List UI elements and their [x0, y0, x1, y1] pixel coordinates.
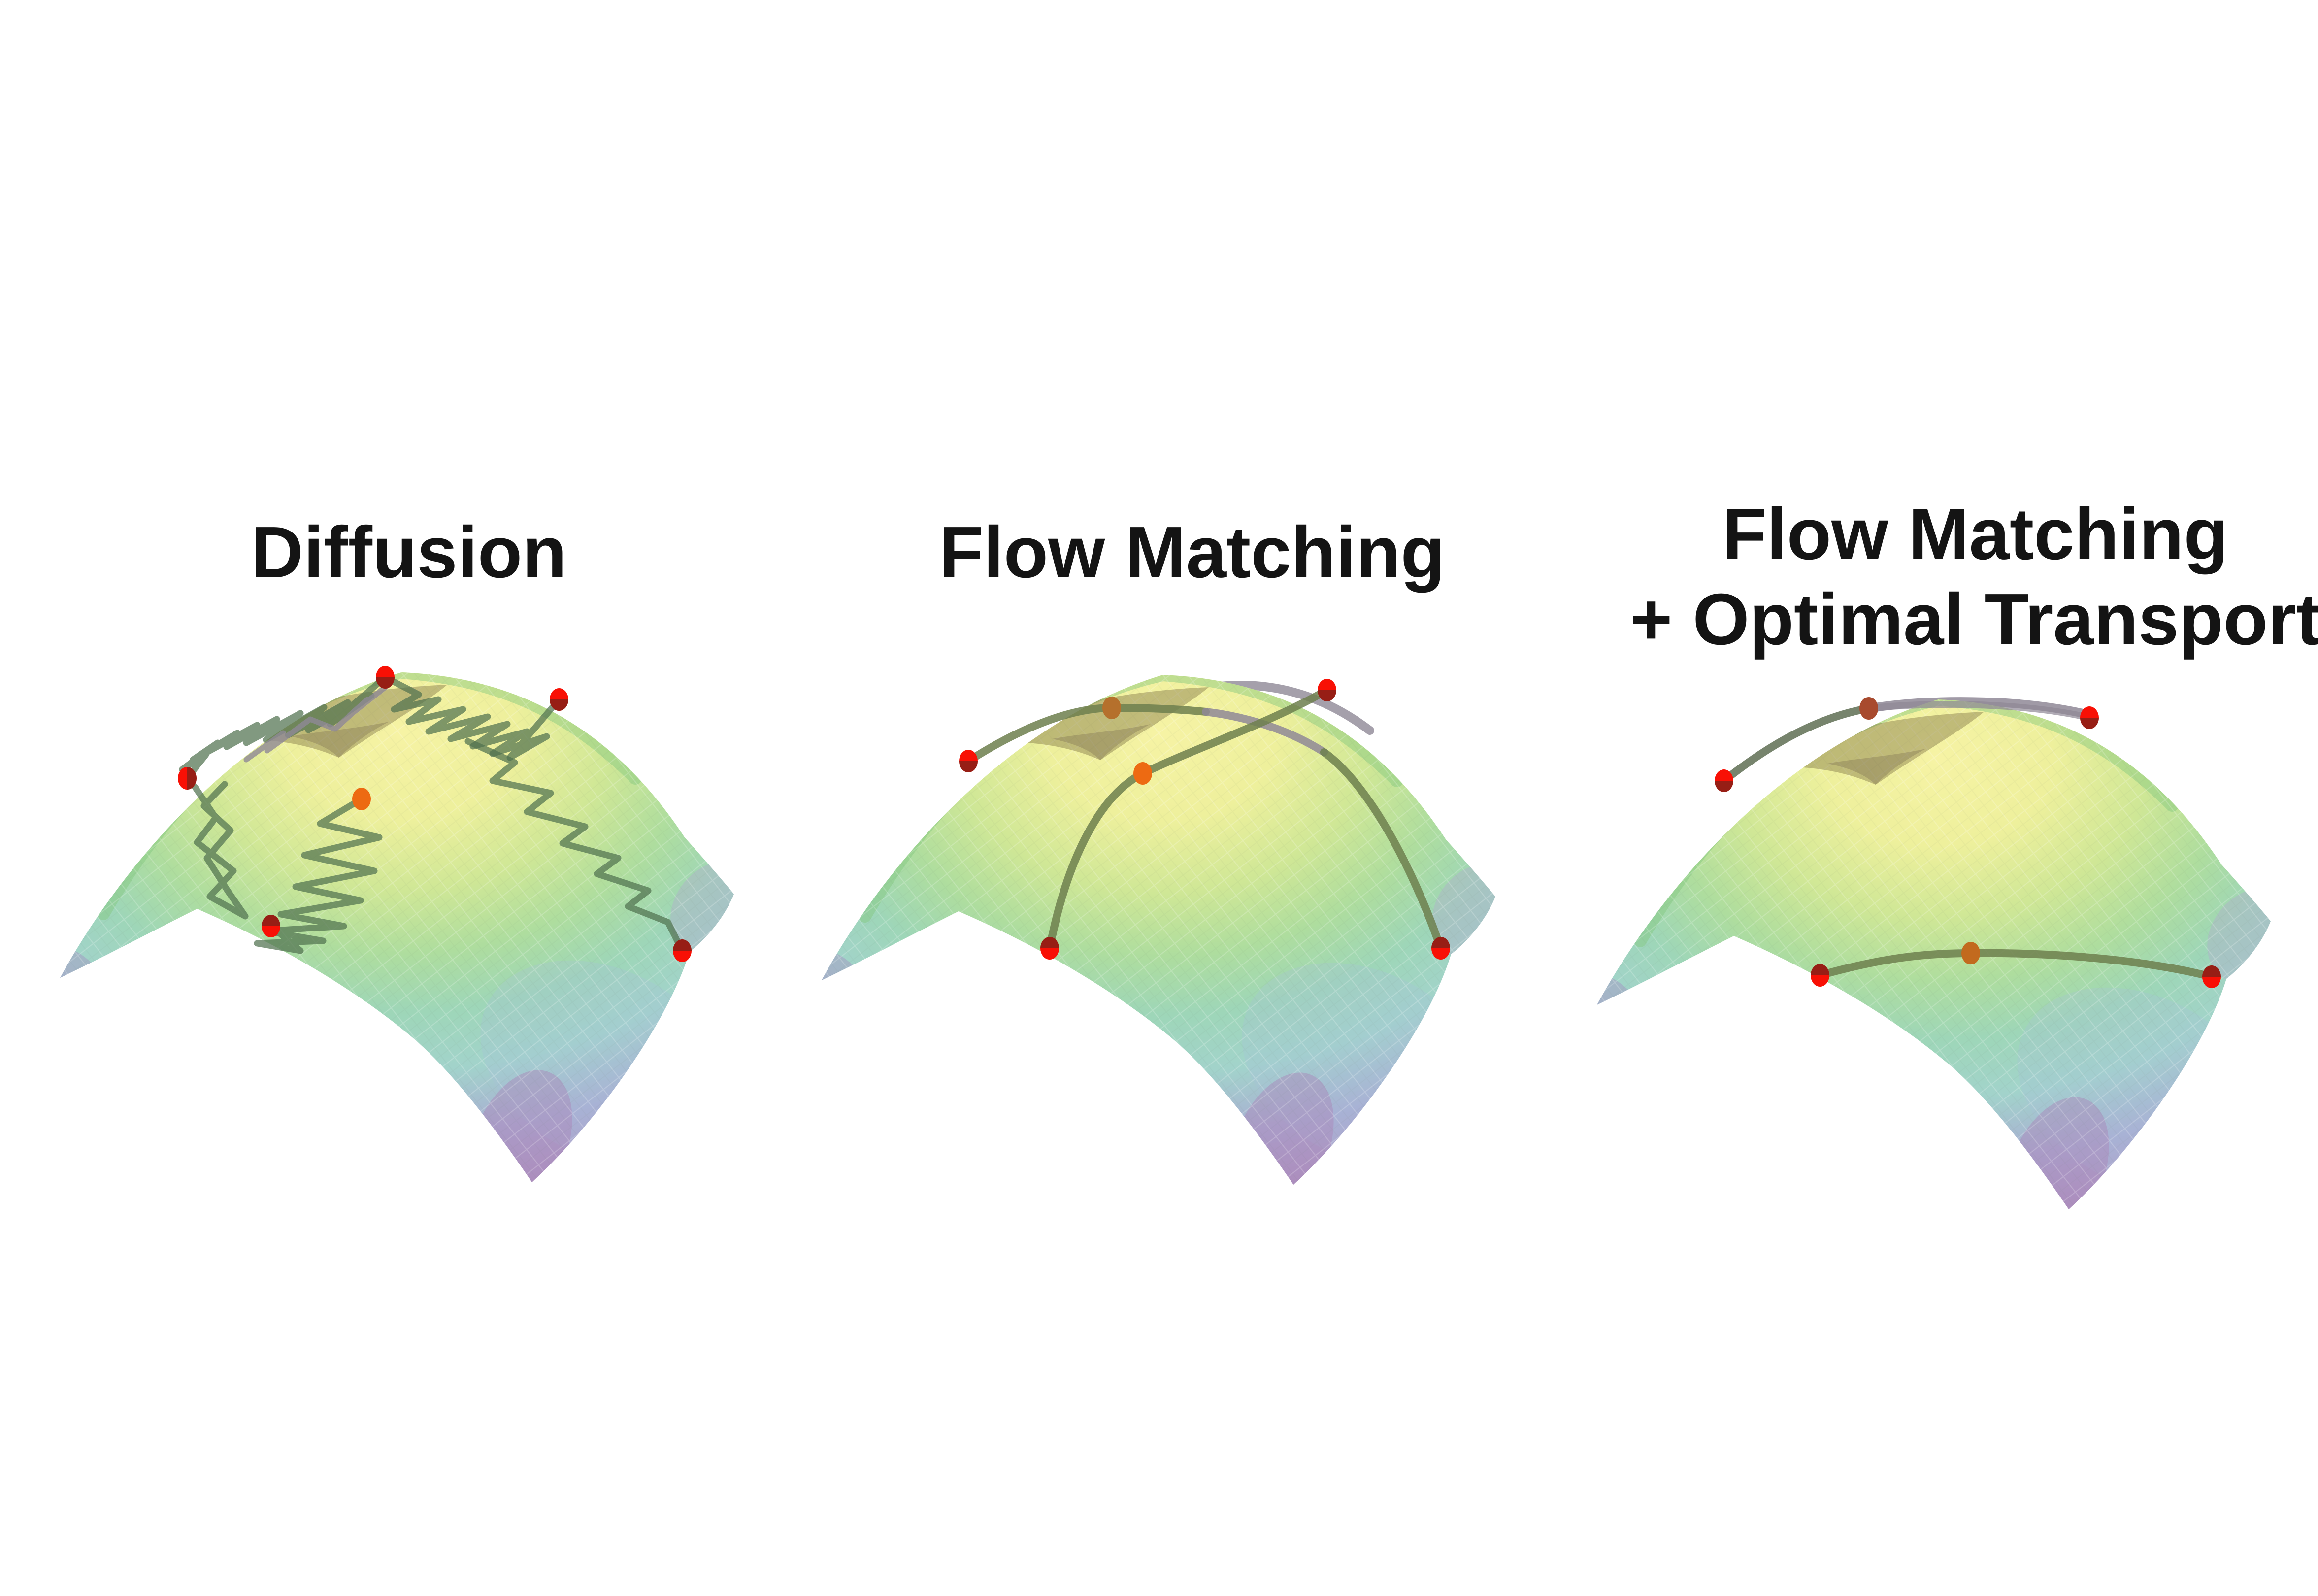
- trajectory-noisy: [192, 781, 249, 920]
- endpoint-dot-occlusion: [1715, 781, 1733, 792]
- endpoint-dot-occlusion: [1318, 690, 1336, 701]
- trajectory-smooth: [1202, 708, 1328, 756]
- trajectory-smooth: [1816, 949, 2216, 981]
- endpoint-dot-occlusion: [187, 767, 197, 790]
- endpoint-dot-occlusion: [2080, 718, 2099, 729]
- endpoint-dot: [1102, 697, 1121, 719]
- far-fold-shadow-deep: [1827, 749, 1926, 785]
- endpoint-dot-occlusion: [376, 677, 395, 689]
- trajectory-noisy: [464, 738, 686, 954]
- panel-flow-matching-ot: [1597, 697, 2271, 1209]
- endpoint-dot-occlusion: [1040, 937, 1059, 948]
- endpoint-dot-occlusion: [550, 699, 568, 711]
- endpoint-dot-occlusion: [2202, 965, 2221, 977]
- panel-title-diffusion: Diffusion: [251, 512, 566, 593]
- panel-flow-matching: [822, 675, 1495, 1185]
- panel-title-fm-ot-line1: Flow Matching: [1722, 494, 2228, 575]
- endpoint-dot: [1961, 942, 1980, 964]
- trajectory-noisy: [382, 674, 563, 761]
- trajectory-noisy: [254, 796, 383, 954]
- endpoint-dot: [1133, 762, 1152, 785]
- endpoint-dot: [1859, 697, 1878, 720]
- endpoint-dot: [352, 788, 371, 810]
- facet-overlay: [60, 672, 734, 1182]
- endpoint-dot-occlusion: [959, 761, 978, 772]
- trajectory-smooth: [1320, 748, 1445, 952]
- panel-title-fm-ot-line2: + Optimal Transport: [1630, 579, 2318, 660]
- surface-shading: [60, 672, 734, 1182]
- trajectory-smooth: [1720, 704, 1873, 785]
- titles: Diffusion Flow Matching Flow Matching + …: [251, 494, 2318, 660]
- far-fold-shadow-deep: [291, 722, 389, 758]
- endpoint-dot-occlusion: [673, 939, 692, 951]
- trajectory-smooth: [1865, 701, 2093, 721]
- surface-panels: [60, 666, 2271, 1209]
- panel-title-flow-matching: Flow Matching: [939, 512, 1445, 593]
- endpoint-dot-occlusion: [1431, 937, 1450, 948]
- trajectory-noisy: [179, 674, 389, 782]
- facet-overlay: [822, 675, 1495, 1185]
- trajectory-noisy: [243, 683, 390, 763]
- endpoint-dot-occlusion: [1811, 964, 1829, 975]
- panel-diffusion: [60, 666, 734, 1182]
- far-fold-shadow-deep: [1052, 724, 1151, 760]
- endpoint-dot-occlusion: [262, 915, 280, 926]
- surface-shading: [822, 675, 1495, 1185]
